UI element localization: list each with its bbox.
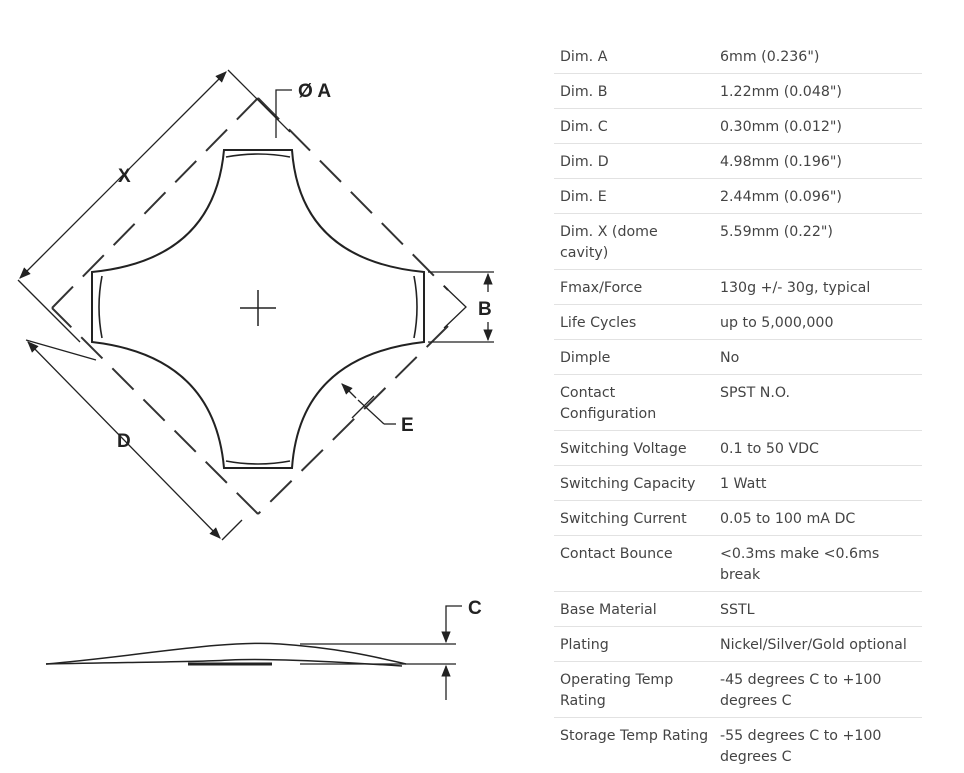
spec-value: -45 degrees C to +100 degrees C [714, 662, 922, 718]
spec-value: 130g +/- 30g, typical [714, 270, 922, 305]
spec-value: SSTL [714, 592, 922, 627]
dim-c-label: C [468, 598, 482, 619]
dome-technical-drawing: Ø A X D B E C [0, 0, 540, 750]
spec-value: -55 degrees C to +100 degrees C [714, 718, 922, 773]
dome-cavity-outline [52, 98, 448, 514]
dim-d-line [26, 340, 242, 540]
dim-c-line [300, 606, 462, 700]
spec-value: 1.22mm (0.048") [714, 74, 922, 109]
spec-value: 2.44mm (0.096") [714, 179, 922, 214]
spec-label: Dim. E [554, 179, 714, 214]
spec-label: Base Material [554, 592, 714, 627]
spec-value: 0.1 to 50 VDC [714, 431, 922, 466]
spec-label: Switching Current [554, 501, 714, 536]
spec-label: Dim. C [554, 109, 714, 144]
dim-a-label: Ø A [298, 81, 331, 102]
spec-row: Contact Bounce<0.3ms make <0.6ms break [554, 536, 922, 592]
spec-label: Switching Capacity [554, 466, 714, 501]
spec-value: up to 5,000,000 [714, 305, 922, 340]
spec-value: 0.05 to 100 mA DC [714, 501, 922, 536]
spec-row: Dim. X (dome cavity)5.59mm (0.22") [554, 214, 922, 270]
spec-label: Contact Bounce [554, 536, 714, 592]
spec-value: 1 Watt [714, 466, 922, 501]
dim-d-label: D [117, 431, 131, 452]
spec-label: Operating Temp Rating [554, 662, 714, 718]
spec-label: Dim. X (dome cavity) [554, 214, 714, 270]
spec-label: Dimple [554, 340, 714, 375]
dim-b-label: B [478, 299, 492, 320]
spec-value: No [714, 340, 922, 375]
spec-label: Contact Configuration [554, 375, 714, 431]
spec-label: Life Cycles [554, 305, 714, 340]
spec-value: 4.98mm (0.196") [714, 144, 922, 179]
spec-row: Storage Temp Rating-55 degrees C to +100… [554, 718, 922, 773]
dim-e-label: E [401, 415, 414, 436]
spec-label: Storage Temp Rating [554, 718, 714, 773]
dim-x-label: X [118, 166, 131, 187]
spec-value: 5.59mm (0.22") [714, 214, 922, 270]
spec-label: Plating [554, 627, 714, 662]
spec-value: 6mm (0.236") [714, 39, 922, 74]
spec-value: <0.3ms make <0.6ms break [714, 536, 922, 592]
center-cross [240, 290, 276, 326]
spec-label: Dim. B [554, 74, 714, 109]
spec-label: Dim. D [554, 144, 714, 179]
spec-label: Dim. A [554, 39, 714, 74]
dome-side-profile [46, 643, 406, 666]
spec-value: Nickel/Silver/Gold optional [714, 627, 922, 662]
spec-value: 0.30mm (0.012") [714, 109, 922, 144]
spec-row: Operating Temp Rating-45 degrees C to +1… [554, 662, 922, 718]
spec-value: SPST N.O. [714, 375, 922, 431]
spec-label: Switching Voltage [554, 431, 714, 466]
spec-label: Fmax/Force [554, 270, 714, 305]
